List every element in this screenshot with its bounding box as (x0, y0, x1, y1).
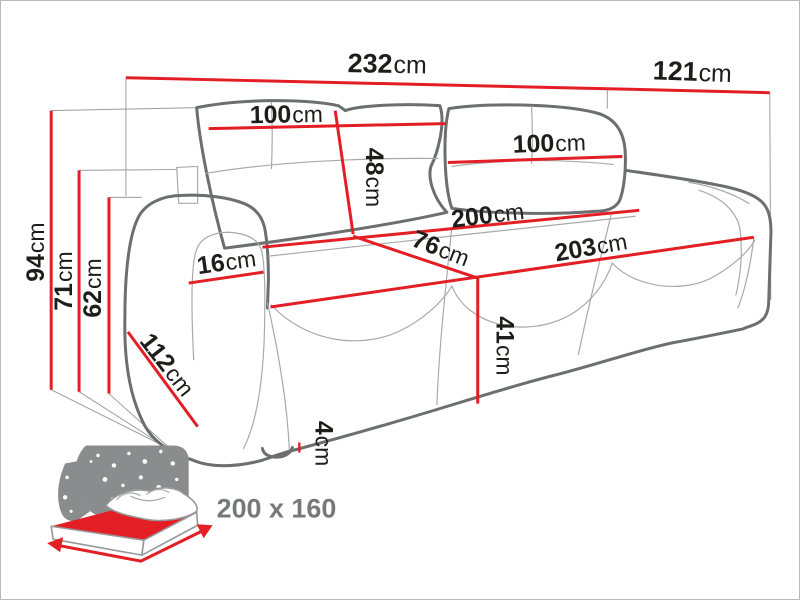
label-sleeping-size: 200 x 160 (217, 493, 337, 523)
label-seat-front-width: 203cm (553, 227, 630, 267)
pillow-curve (116, 492, 141, 500)
ref-94-bottom (50, 389, 169, 449)
label-armrest-depth: 112cm (134, 328, 200, 402)
depth-arrow (139, 528, 206, 563)
bed-function-icon (47, 445, 213, 563)
seat-cushion-front (451, 262, 613, 328)
label-backrest-height: 48cm (360, 148, 388, 207)
label-armrest-height: 71cm (50, 251, 78, 310)
pillow-curve (146, 489, 170, 495)
dim-line-total-width (125, 76, 608, 91)
dim-line-backrest-height (333, 110, 355, 235)
seat-seam (436, 226, 453, 406)
dim-line-backrest-right (447, 154, 623, 164)
cushion-seam (270, 102, 273, 170)
night-panel-small (58, 460, 91, 522)
width-arrow (55, 543, 143, 563)
dim-line-total-depth (607, 87, 770, 95)
sofa-foot (260, 446, 294, 459)
label-total-width: 232cm (347, 48, 427, 79)
dimension-lines (49, 76, 770, 453)
duvet (105, 487, 198, 522)
sofa-outline-right (259, 168, 773, 462)
arm-right-inner-curve (698, 189, 742, 296)
arm-right-roll (688, 181, 750, 204)
ref-94-top (51, 107, 197, 112)
dimension-labels: 232cm 121cm 100cm 100cm 48cm 200cm 76cm … (22, 48, 732, 523)
cushion-seam (205, 157, 439, 175)
arrow-head-left (47, 537, 64, 553)
arrow-head-right (196, 524, 213, 539)
sofa-drawing (123, 99, 773, 468)
dim-line-backrest-left (208, 122, 446, 131)
label-arm-front-height: 62cm (79, 258, 107, 317)
label-total-depth: 121cm (652, 55, 732, 88)
dim-line-seat-depth (352, 234, 479, 280)
dim-line-armrest-depth (126, 331, 199, 428)
seat-seam (266, 302, 290, 451)
dim-line-seat-front-width (270, 235, 755, 309)
label-base-clearance: 4cm (309, 421, 337, 466)
arm-left-front-face (191, 231, 266, 450)
dim-line-armrest-top (188, 270, 264, 285)
duvet-fold (130, 495, 166, 502)
seat-seam (577, 213, 612, 356)
label-armrest-top-width: 16cm (195, 244, 258, 280)
label-seat-height: 41cm (491, 316, 519, 375)
label-total-height: 94cm (22, 223, 50, 282)
ref-71-top (79, 168, 177, 171)
seat-cushion-front (270, 285, 453, 342)
dim-line-seat-back-width (262, 208, 640, 249)
label-backrest-left-width: 100cm (249, 100, 323, 129)
seat-cushion-front (611, 239, 756, 287)
label-seat-back-width: 200cm (450, 197, 526, 234)
arm-right-inner-edge (737, 237, 755, 309)
frame-piece (176, 165, 199, 204)
label-backrest-right-width: 100cm (512, 128, 586, 159)
